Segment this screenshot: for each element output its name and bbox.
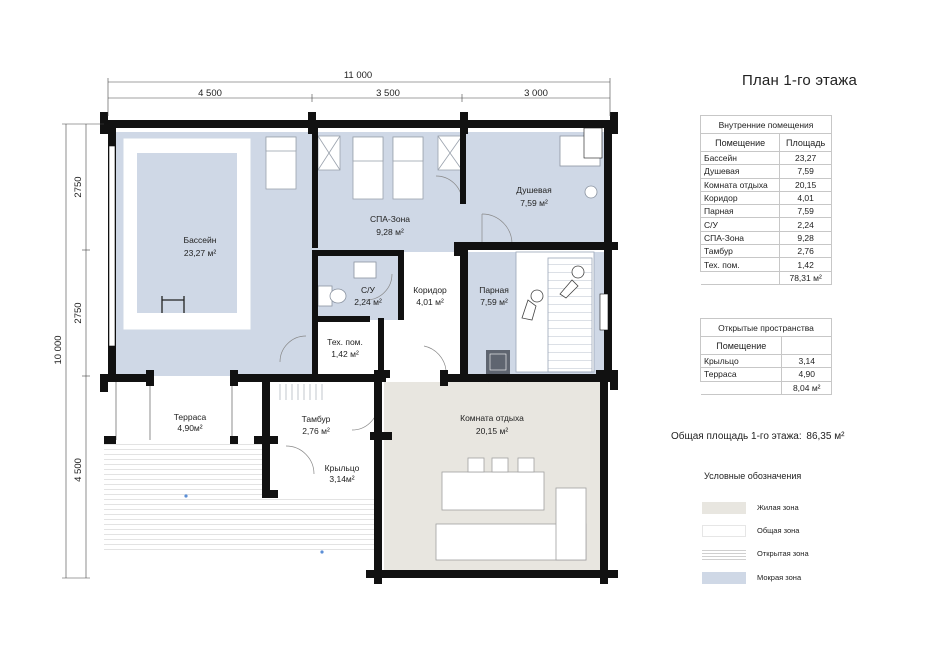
legend-title: Условные обозначения bbox=[704, 471, 802, 481]
internal-total: 78,31 м² bbox=[779, 270, 832, 285]
label-vestibule-name: Тамбур bbox=[302, 414, 331, 424]
legend-swatch-wet bbox=[702, 572, 746, 584]
label-corridor-name: Коридор bbox=[413, 285, 447, 295]
sun-loungers bbox=[265, 136, 424, 200]
open-total: 8,04 м² bbox=[781, 380, 832, 395]
total-area-value: 86,35 м² bbox=[806, 431, 845, 442]
steam-bench-boards bbox=[547, 257, 593, 373]
dimension-lines bbox=[62, 78, 611, 579]
label-lounge-area: 20,15 м² bbox=[476, 426, 508, 436]
table-total-row: 78,31 м² bbox=[700, 270, 832, 285]
total-area: Общая площадь 1-го этажа: 86,35 м² bbox=[669, 431, 844, 442]
label-steam-name: Парная bbox=[479, 285, 509, 295]
label-steam-area: 7,59 м² bbox=[480, 297, 508, 307]
lounge-furniture bbox=[435, 457, 587, 561]
terrace-columns bbox=[115, 382, 233, 440]
dim-seg-3: 3 000 bbox=[524, 88, 548, 99]
dim-overall-width: 11 000 bbox=[344, 70, 372, 81]
dimension-labels: 11 000 4 500 3 500 3 000 10 000 2750 275… bbox=[53, 70, 548, 482]
label-lounge-name: Комната отдыха bbox=[460, 413, 524, 423]
internal-col-room: Помещение bbox=[699, 133, 781, 152]
label-tech-area: 1,42 м² bbox=[331, 349, 359, 359]
dim-vseg-1: 2750 bbox=[73, 176, 84, 197]
dim-seg-1: 4 500 bbox=[198, 88, 222, 99]
label-wc-area: 2,24 м² bbox=[354, 297, 382, 307]
label-porch-area: 3,14м² bbox=[329, 474, 354, 484]
porch-decking bbox=[266, 496, 382, 554]
legend-swatch-open bbox=[702, 548, 746, 560]
open-table-caption: Открытые пространства bbox=[700, 318, 832, 337]
internal-col-area: Площадь bbox=[779, 133, 832, 152]
label-porch-name: Крыльцо bbox=[325, 463, 360, 473]
label-pool-name: Бассейн bbox=[184, 235, 217, 245]
wall-corner-joints bbox=[100, 112, 618, 584]
label-vestibule-area: 2,76 м² bbox=[302, 426, 330, 436]
legend-swatch-living bbox=[702, 502, 746, 514]
total-area-label: Общая площадь 1-го этажа: bbox=[671, 431, 802, 442]
legend-swatch-common bbox=[702, 525, 746, 537]
label-wc-name: С/У bbox=[361, 285, 376, 295]
dim-seg-2: 3 500 bbox=[376, 88, 400, 99]
terrace-upper bbox=[104, 382, 264, 440]
open-col-room: Помещение bbox=[699, 336, 783, 355]
stairs bbox=[279, 384, 323, 400]
room-labels: Бассейн 23,27 м² СПА-Зона 9,28 м² Душева… bbox=[174, 185, 552, 484]
label-spa-name: СПА-Зона bbox=[370, 214, 410, 224]
plan-title: План 1-го этажа bbox=[742, 72, 858, 89]
spa-cabinets bbox=[317, 135, 463, 171]
dim-vseg-3: 4 500 bbox=[73, 458, 84, 482]
label-corridor-area: 4,01 м² bbox=[416, 297, 444, 307]
table-total-row: 8,04 м² bbox=[700, 380, 832, 395]
label-spa-area: 9,28 м² bbox=[376, 227, 404, 237]
internal-rooms-table: Внутренние помещения Помещение Площадь Б… bbox=[699, 115, 832, 285]
internal-table-caption: Внутренние помещения bbox=[700, 115, 832, 134]
wc-fixtures bbox=[317, 261, 377, 307]
label-pool-area: 23,27 м² bbox=[184, 248, 216, 258]
label-tech-name: Тех. пом. bbox=[327, 337, 363, 347]
label-terrace-name: Терраса bbox=[174, 412, 207, 422]
people-icon bbox=[521, 265, 585, 321]
pool-water bbox=[137, 153, 237, 313]
label-terrace-area: 4,90м² bbox=[177, 423, 202, 433]
floor-plan: 11 000 4 500 3 500 3 000 10 000 2750 275… bbox=[53, 70, 618, 584]
windows bbox=[108, 127, 609, 347]
pool-ladder bbox=[161, 296, 185, 313]
dim-vseg-2: 2750 bbox=[73, 302, 84, 323]
table-row: Тех. пом.1,42 bbox=[699, 257, 832, 272]
label-shower-area: 7,59 м² bbox=[520, 198, 548, 208]
label-shower-name: Душевая bbox=[516, 185, 552, 195]
dim-overall-height: 10 000 bbox=[53, 335, 64, 364]
